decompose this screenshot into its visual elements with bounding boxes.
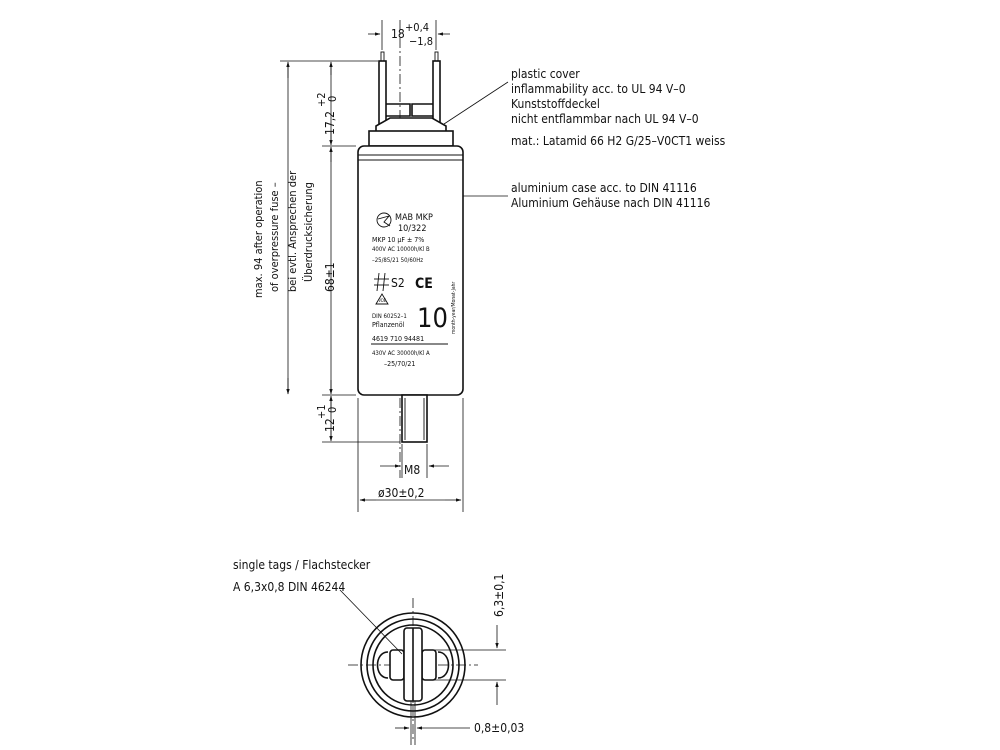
side-view: MAB MKP 10/322 MKP 10 µF ± 7% 400V AC 10… — [252, 20, 509, 512]
callout-single-tags: single tags / Flachstecker A 6,3x0,8 DIN… — [233, 558, 371, 594]
bottom-view: 6,3±0,1 0,8±0,03 — [339, 574, 524, 745]
label-class: S2 — [391, 276, 405, 290]
side-note-line: of overpressure fuse – — [268, 182, 281, 292]
dim-thread-label: M8 — [404, 463, 420, 477]
callout-line: mat.: Latamid 66 H2 G/25–V0CT1 weiss — [511, 134, 726, 148]
dim-terminal-height-lower: 0 — [326, 96, 339, 102]
dim-stud-length-lower: 0 — [326, 407, 339, 413]
label-rating: MKP 10 µF ± 7% — [372, 236, 424, 244]
dim-tag-width-label: 6,3±0,1 — [492, 574, 506, 617]
dim-tag-width: 6,3±0,1 — [430, 574, 506, 705]
dim-stud-length-upper: +1 — [315, 404, 328, 419]
callout-line: single tags / Flachstecker — [233, 558, 371, 572]
label-big-number: 10 — [417, 303, 448, 334]
callout-line: aluminium case acc. to DIN 41116 — [511, 181, 697, 195]
dim-terminal-height: 17,2 +2 0 — [315, 60, 378, 147]
label-brand: MAB MKP — [395, 213, 433, 223]
stud-thread-lines — [404, 398, 425, 440]
dim-stud-length: 12 +1 0 — [315, 395, 400, 443]
outer-rim — [360, 612, 466, 718]
callout-plastic-cover: plastic cover inflammability acc. to UL … — [511, 67, 726, 148]
callout-leaders — [443, 81, 509, 197]
dim-tag-thickness-label: 0,8±0,03 — [474, 721, 524, 735]
side-note-line: max. 94 after operation — [252, 180, 265, 298]
dim-tag-spacing-lower: −1,8 — [409, 35, 433, 48]
label-date-note: month-year/Monat-Jahr — [451, 281, 457, 334]
dim-tag-spacing-base: 18 — [391, 27, 405, 41]
callout-line: A 6,3x0,8 DIN 46244 — [233, 580, 345, 594]
side-note: max. 94 after operation of overpressure … — [252, 170, 315, 298]
label-line4: –25/70/21 — [384, 360, 415, 368]
dim-tag-spacing: 18 +0,4 −1,8 — [368, 20, 450, 50]
dim-terminal-height-base: 17,2 — [323, 111, 337, 135]
side-note-line: bei evtl. Ansprechen der — [286, 170, 299, 292]
vde-mark: VDE — [379, 298, 387, 303]
label-model: 10/322 — [398, 224, 426, 234]
tag-hole-right — [434, 51, 439, 62]
dim-stud-length-base: 12 — [323, 418, 337, 432]
inner-ring — [372, 624, 454, 706]
label-part-number: 4619 710 94481 — [372, 335, 424, 343]
label-line1: 400V AC 10000h/Kl B — [372, 246, 430, 253]
dim-diameter: ø30±0,2 — [357, 398, 464, 512]
threaded-stud — [401, 394, 428, 443]
side-note-line: Überdrucksicherung — [302, 182, 315, 282]
tag-callout-leader — [339, 589, 403, 655]
cover-base — [368, 130, 454, 147]
callout-aluminium-case: aluminium case acc. to DIN 41116 Alumini… — [511, 181, 711, 210]
product-label: MAB MKP 10/322 MKP 10 µF ± 7% 400V AC 10… — [371, 212, 457, 368]
dim-body-length-label: 68±1 — [323, 262, 337, 292]
ce-mark: CE — [415, 276, 433, 292]
brand-logo — [376, 212, 392, 228]
callout-line: Kunststoffdeckel — [511, 97, 600, 111]
callout-line: inflammability acc. to UL 94 V–0 — [511, 82, 686, 96]
aluminium-case — [357, 145, 464, 396]
callout-line: plastic cover — [511, 67, 580, 81]
tag-bend-right — [411, 103, 433, 117]
tag-hole-left — [380, 51, 385, 62]
label-standard: DIN 60252–1 — [372, 313, 407, 320]
label-oil: Pflanzenöl — [372, 321, 405, 329]
dim-body-length: 68±1 — [322, 146, 356, 396]
label-line2: –25/85/21 50/60Hz — [372, 257, 423, 264]
cover-ring — [366, 618, 460, 712]
callout-line: Aluminium Gehäuse nach DIN 41116 — [511, 196, 711, 210]
dim-thread: M8 — [380, 444, 449, 478]
dim-terminal-height-upper: +2 — [315, 92, 328, 107]
dim-max-after-operation: max. 94 after operation of overpressure … — [252, 60, 322, 395]
tag-bend-left — [386, 103, 411, 117]
dim-tag-spacing-upper: +0,4 — [405, 21, 429, 34]
dim-tag-thickness: 0,8±0,03 — [395, 701, 524, 745]
label-line3: 430V AC 30000h/Kl A — [372, 350, 430, 357]
vde-triangle-icon: VDE — [375, 293, 389, 305]
callout-line: nicht entflammbar nach UL 94 V–0 — [511, 112, 699, 126]
hash-icon — [374, 272, 389, 292]
dim-diameter-label: ø30±0,2 — [378, 486, 425, 500]
terminal-bumps — [376, 649, 450, 681]
